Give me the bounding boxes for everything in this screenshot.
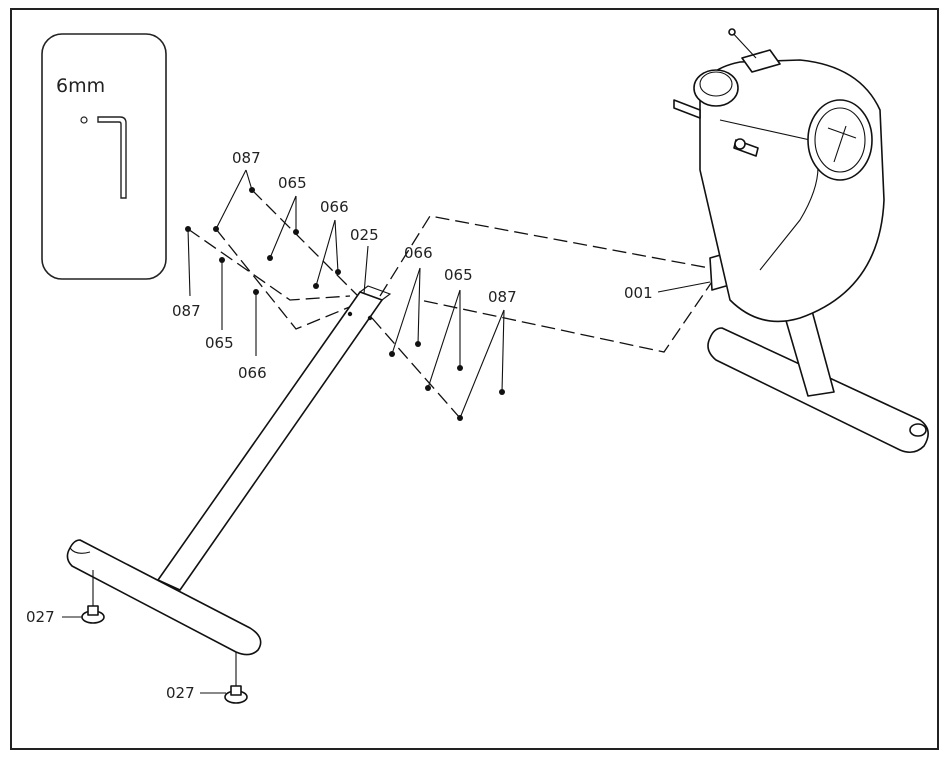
callout-066-left: 066 <box>238 364 267 382</box>
main-frame <box>673 28 929 454</box>
hex-key-icon <box>80 116 127 199</box>
leveling-foot-bottom <box>224 685 248 704</box>
callout-087-left: 087 <box>172 302 201 320</box>
diagram-border <box>10 8 939 750</box>
callout-dots <box>185 187 505 421</box>
callout-leaders <box>62 169 711 694</box>
callout-066-top: 066 <box>320 198 349 216</box>
foot-bar <box>66 539 262 688</box>
leveling-foot-left <box>81 605 105 624</box>
callout-065-right: 065 <box>444 266 473 284</box>
callout-labels: 087 065 066 025 087 065 066 066 065 087 … <box>26 149 653 702</box>
stabilizer-tube <box>157 285 392 591</box>
assembly-lines <box>187 189 722 419</box>
callout-027-left: 027 <box>26 608 55 626</box>
tool-size-label: 6mm <box>56 75 105 97</box>
callout-066-right: 066 <box>404 244 433 262</box>
callout-065-left: 065 <box>205 334 234 352</box>
callout-025: 025 <box>350 226 379 244</box>
callout-087-top: 087 <box>232 149 261 167</box>
callout-001: 001 <box>624 284 653 302</box>
tool-box: 6mm <box>41 33 167 280</box>
callout-027-bottom: 027 <box>166 684 195 702</box>
callout-065-top: 065 <box>278 174 307 192</box>
callout-087-right: 087 <box>488 288 517 306</box>
